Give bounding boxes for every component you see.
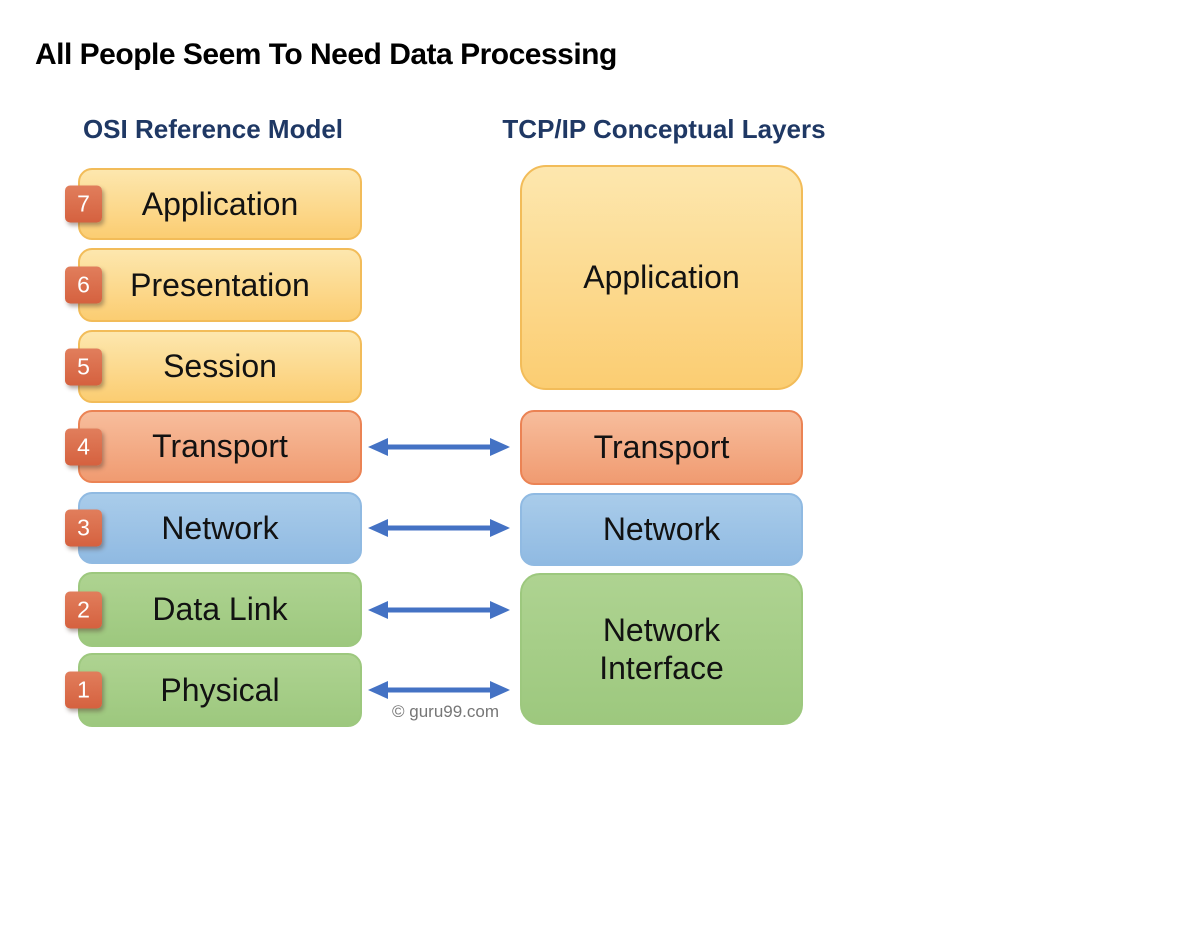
layer-label: Network	[602, 511, 721, 548]
bidirectional-arrow-network	[368, 519, 510, 537]
tcpip-layer-network: Network	[520, 493, 803, 566]
tcpip-layer-network-interface: Network Interface	[520, 573, 803, 725]
tcpip-column-heading: TCP/IP Conceptual Layers	[502, 114, 826, 144]
watermark: © guru99.com	[392, 702, 500, 721]
osi-layer-network: 3 Network	[65, 492, 362, 564]
osi-layer-physical: 1 Physical	[65, 653, 362, 727]
layer-label: Transport	[152, 428, 288, 465]
layer-label: Presentation	[130, 266, 310, 303]
tcpip-layer-transport: Transport	[520, 410, 803, 485]
layer-label: Application	[583, 259, 740, 296]
layer-number-badge: 6	[65, 266, 102, 304]
bidirectional-arrow-transport	[368, 438, 510, 456]
layer-number-badge: 5	[65, 348, 102, 385]
osi-layer-application: 7 Application	[65, 168, 362, 240]
osi-layer-session: 5 Session	[65, 330, 362, 403]
osi-layer-transport: 4 Transport	[65, 410, 362, 483]
layer-label: Transport	[593, 429, 730, 466]
layer-number-badge: 7	[65, 185, 102, 223]
osi-column-heading: OSI Reference Model	[82, 114, 344, 144]
layer-number-badge: 3	[65, 509, 102, 547]
layer-label: Application	[141, 185, 299, 222]
layer-number-badge: 4	[65, 428, 102, 465]
layer-number-badge: 2	[65, 591, 102, 628]
layer-label: Network Interface	[599, 611, 724, 686]
bidirectional-arrow-physical	[368, 681, 510, 699]
layer-label: Session	[163, 348, 277, 385]
page-title: All People Seem To Need Data Processing	[35, 38, 617, 71]
layer-number-badge: 1	[65, 671, 102, 709]
layer-label: Physical	[160, 671, 280, 708]
layer-label: Network	[161, 509, 279, 546]
layer-label: Data Link	[152, 591, 288, 628]
osi-layer-data-link: 2 Data Link	[65, 572, 362, 647]
osi-layer-presentation: 6 Presentation	[65, 248, 362, 322]
tcpip-layer-application: Application	[520, 165, 803, 390]
bidirectional-arrow-data-link	[368, 601, 510, 619]
